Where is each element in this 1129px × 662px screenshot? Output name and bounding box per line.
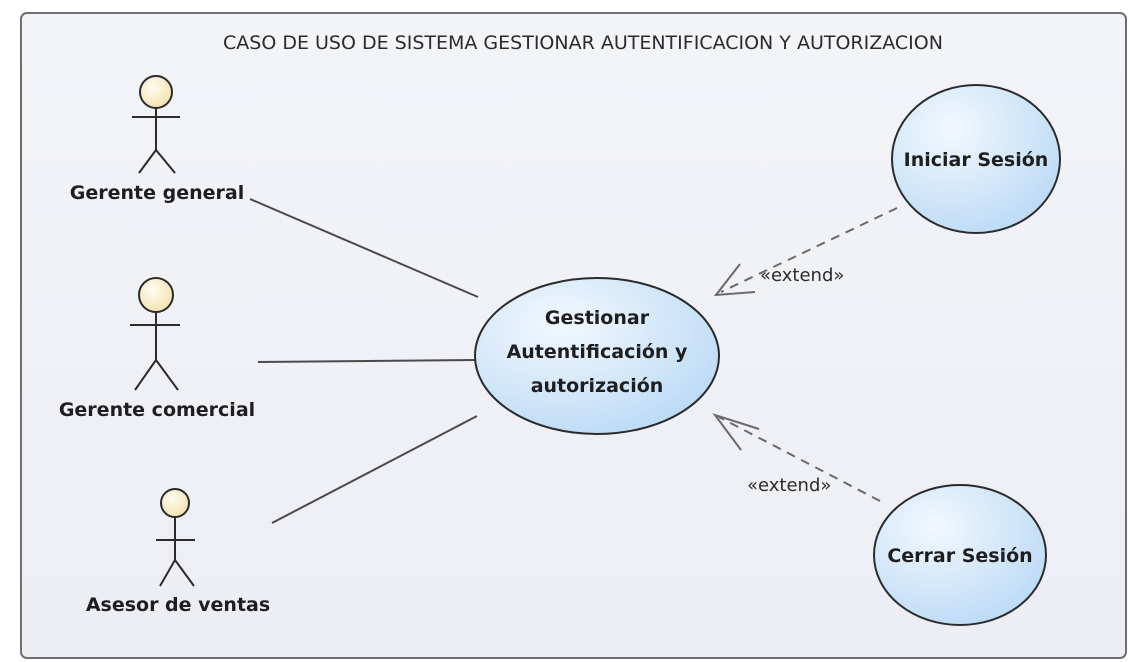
extend-label-login: «extend» <box>760 265 844 286</box>
actor-asesor-ventas[interactable]: Asesor de ventas <box>86 488 270 616</box>
usecase-iniciar-sesion[interactable]: Iniciar Sesión <box>891 84 1061 234</box>
usecase-label-line-3: autorización <box>531 375 664 397</box>
usecase-shape <box>474 277 720 435</box>
usecase-label-line-1: Gestionar <box>545 307 650 329</box>
actor-head <box>139 75 173 109</box>
actor-gerente-comercial[interactable]: Gerente comercial <box>59 277 255 421</box>
usecase-label: Iniciar Sesión <box>904 149 1049 171</box>
actor-label: Gerente comercial <box>59 399 255 421</box>
association-asesor-ventas <box>271 415 478 524</box>
extend-arrowhead-login <box>713 263 756 297</box>
association-gerente-comercial <box>257 359 476 363</box>
boundary-title: CASO DE USO DE SISTEMA GESTIONAR AUTENTI… <box>223 32 943 54</box>
extend-label-logout: «extend» <box>747 475 831 496</box>
actor-gerente-general[interactable]: Gerente general <box>70 75 244 204</box>
extend-line-logout <box>718 416 881 502</box>
usecase-shape <box>873 484 1047 626</box>
actor-label: Gerente general <box>70 182 244 204</box>
usecase-shape <box>891 84 1061 234</box>
association-gerente-general <box>249 198 479 298</box>
actor-head <box>160 488 190 518</box>
usecase-label: Cerrar Sesión <box>887 545 1032 567</box>
actor-head <box>138 277 174 313</box>
extend-arrowhead-logout <box>712 413 760 451</box>
actor-label: Asesor de ventas <box>86 594 270 616</box>
usecase-gestionar-autentificacion[interactable]: Gestionar Autentificación y autorización <box>474 277 720 435</box>
usecase-cerrar-sesion[interactable]: Cerrar Sesión <box>873 484 1047 626</box>
usecase-label-line-2: Autentificación y <box>507 341 688 363</box>
extend-line-login <box>720 207 898 293</box>
